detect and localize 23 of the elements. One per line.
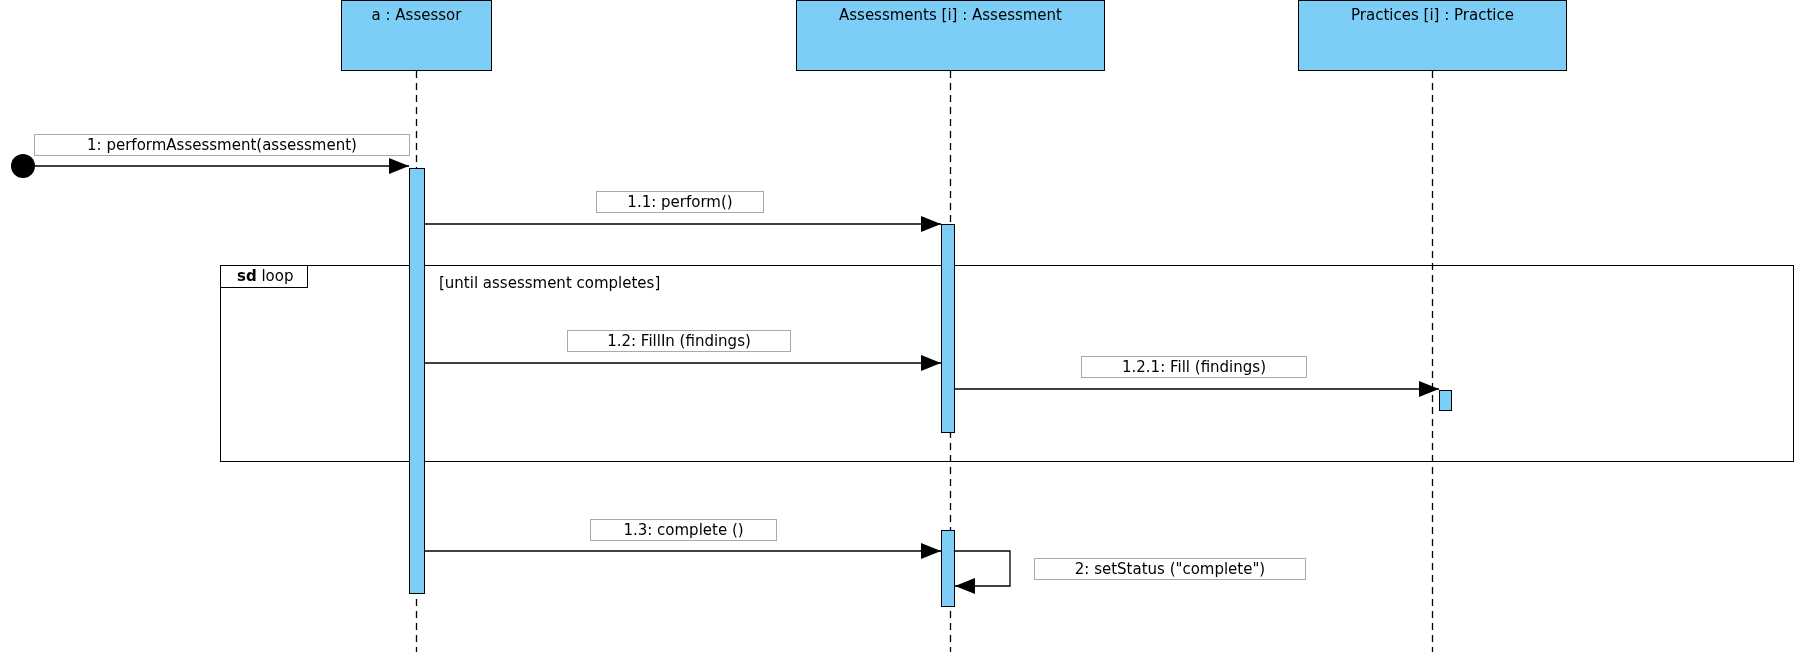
message-label: 1.2.1: Fill (findings): [1081, 356, 1307, 378]
message-label: 1.2: FillIn (findings): [567, 330, 791, 352]
activation-bar: [1438, 389, 1452, 411]
message-label: 2: setStatus ("complete"): [1034, 558, 1306, 580]
guard-condition: [until assessment completes]: [439, 274, 661, 292]
message-arrow: [954, 381, 1440, 397]
start-dot: [11, 154, 35, 178]
loop-frame: [220, 265, 1794, 462]
message-arrow: [424, 355, 942, 371]
lifeline-head: Assessments [i] : Assessment: [796, 0, 1105, 71]
message-label: 1.3: complete (): [590, 519, 777, 541]
message-arrow: [424, 543, 942, 559]
lifeline-head: Practices [i] : Practice: [1298, 0, 1567, 71]
activation-bar: [409, 168, 425, 594]
activation-bar: [941, 530, 955, 607]
frame-tab: sd loop: [221, 266, 309, 288]
message-arrow: [954, 550, 1011, 594]
message-arrow: [424, 216, 942, 232]
lifeline-head: a : Assessor: [341, 0, 492, 71]
message-label: 1.1: perform(): [596, 191, 764, 213]
message-arrow: [34, 158, 410, 174]
message-label: 1: performAssessment(assessment): [34, 134, 410, 156]
activation-bar: [941, 224, 955, 433]
